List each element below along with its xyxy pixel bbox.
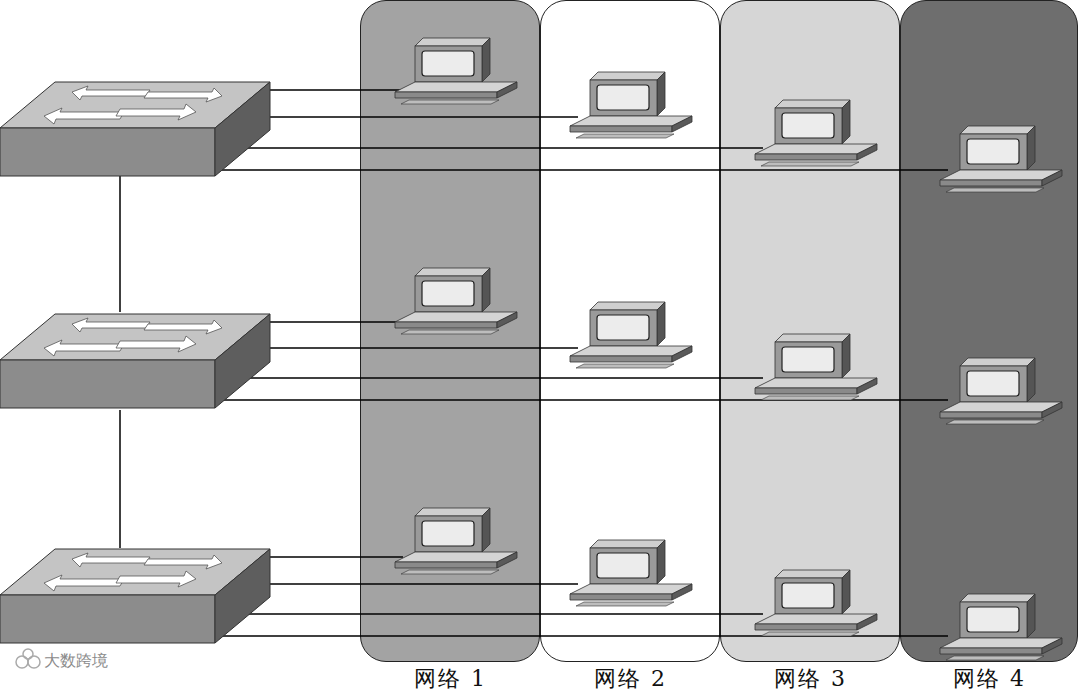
band-shape	[540, 0, 720, 662]
cable-line	[215, 147, 763, 148]
network-band: 网络 3	[720, 0, 900, 692]
cable-line	[215, 377, 763, 378]
network-label: 网络 3	[774, 664, 847, 692]
band-shape	[360, 0, 540, 662]
band-shape	[900, 0, 1078, 662]
network-band: 网络 1	[360, 0, 540, 692]
watermark: 大数跨境	[44, 651, 108, 672]
cable-line	[215, 169, 948, 170]
cable-line	[215, 613, 763, 614]
network-label: 网络 4	[953, 664, 1026, 692]
network-label: 网络 2	[594, 664, 667, 692]
network-band: 网络 2	[540, 0, 720, 692]
network-band: 网络 4	[900, 0, 1078, 692]
network-label: 网络 1	[414, 664, 487, 692]
band-shape	[720, 0, 900, 662]
